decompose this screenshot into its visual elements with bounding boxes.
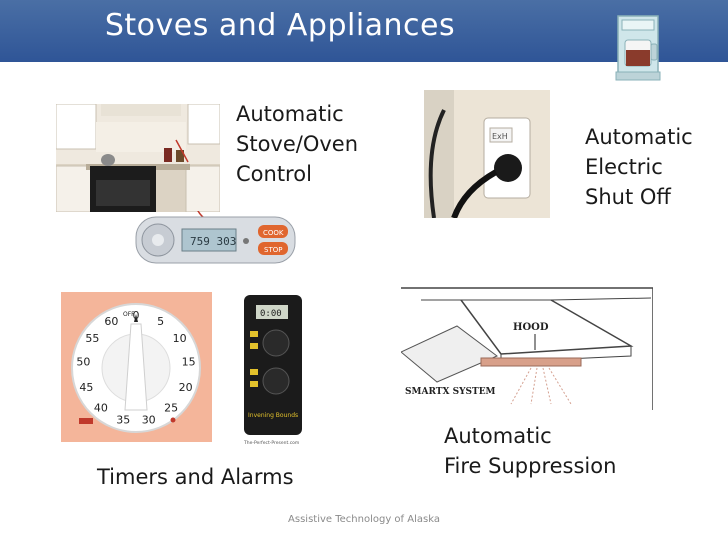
digital-timer-display: 0:00 bbox=[260, 309, 282, 319]
dial-number: 50 bbox=[76, 356, 90, 369]
slide-footer: Assistive Technology of Alaska bbox=[288, 514, 440, 525]
dial-number: 20 bbox=[179, 381, 193, 394]
stove-controller-photo: 759 303 COOK STOP bbox=[134, 211, 297, 267]
coffee-maker-icon bbox=[615, 15, 661, 81]
dial-number: 15 bbox=[182, 356, 196, 369]
caption-fire-suppression: Automatic Fire Suppression bbox=[444, 424, 617, 478]
dial-number: 25 bbox=[164, 402, 178, 415]
dial-number: 30 bbox=[142, 414, 156, 427]
controller-display-text: 759 303 bbox=[190, 235, 236, 248]
outlet-label-text: ExH bbox=[492, 132, 508, 141]
caption-stove-oven-control: Automatic Stove/Oven Control bbox=[236, 102, 359, 186]
fire-suppression-diagram: HOOD SMARTX SYSTEM bbox=[401, 286, 653, 410]
caption-timers-alarms: Timers and Alarms bbox=[97, 465, 294, 489]
smartx-label: SMARTX SYSTEM bbox=[405, 387, 496, 397]
hood-label: HOOD bbox=[513, 322, 549, 333]
dial-number: 45 bbox=[79, 381, 93, 394]
cook-button-text: COOK bbox=[263, 229, 284, 237]
kitchen-stove-photo bbox=[56, 104, 220, 212]
dial-number: 60 bbox=[104, 315, 118, 328]
title-bar: Stoves and Appliances bbox=[0, 0, 728, 62]
dial-number: 10 bbox=[173, 332, 187, 345]
slide-title: Stoves and Appliances bbox=[104, 8, 456, 43]
timer-site-text: The-Perfect-Present.com bbox=[243, 440, 299, 446]
timer-brand-text: Invening Bounds bbox=[248, 412, 298, 419]
dial-number: 55 bbox=[85, 332, 99, 345]
dial-number: 35 bbox=[116, 414, 130, 427]
dial-number: 5 bbox=[157, 315, 164, 328]
dial-number: 0 bbox=[133, 309, 140, 322]
dial-off-label: OFF bbox=[123, 311, 135, 318]
electric-shutoff-photo: ExH bbox=[424, 90, 550, 218]
dial-number: 40 bbox=[94, 402, 108, 415]
digital-timer-photo: 0:00 Invening Bounds The-Perfect-Present… bbox=[242, 293, 304, 447]
caption-electric-shutoff: Automatic Electric Shut Off bbox=[585, 125, 693, 209]
stop-button-text: STOP bbox=[264, 246, 282, 254]
